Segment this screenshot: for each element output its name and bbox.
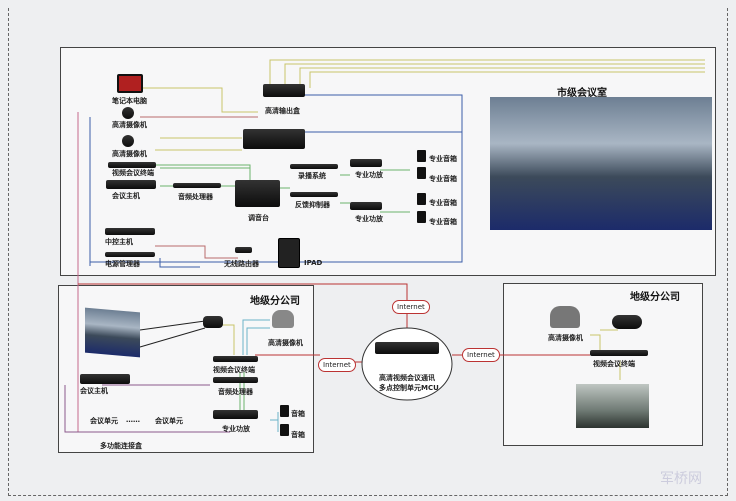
branch-right-camera-label: 高清摄像机 [548, 334, 583, 342]
speaker-icon [280, 405, 289, 417]
mcu-device [375, 342, 439, 354]
branch-left-camera-label: 高清摄像机 [268, 339, 303, 347]
conf-host-label: 会议主机 [112, 192, 140, 200]
camera2-label: 高清摄像机 [112, 150, 147, 158]
laptop-label: 笔记本电脑 [112, 97, 147, 105]
mcu-line2: 多点控制单元MCU [379, 384, 439, 392]
ipad-icon [278, 238, 300, 268]
camera-icon [272, 310, 294, 328]
conference-host [106, 180, 156, 189]
power-label: 电源管理器 [105, 260, 140, 268]
branch-right-title: 地级分公司 [630, 292, 680, 303]
camera-icon [550, 306, 580, 328]
conference-phone-icon [612, 315, 642, 329]
spk3-label: 专业音箱 [429, 199, 457, 207]
camera-icon [122, 135, 134, 147]
branch-left-vc-label: 视频会议终端 [213, 366, 255, 374]
display-screen [85, 307, 140, 358]
feedback-suppressor [290, 192, 338, 197]
conference-host [80, 374, 130, 384]
central-control [105, 228, 155, 235]
outer-dashed-frame [8, 8, 728, 496]
ipad-label: IPAD [304, 259, 323, 267]
internet-cloud-1: Internet [392, 300, 430, 314]
audio-processor [213, 377, 258, 383]
mcu-line1: 高清视频会议通讯 [379, 374, 435, 382]
city-room-title: 市级会议室 [557, 88, 607, 99]
internet-cloud-3: Internet [462, 348, 500, 362]
branch-left-audio-label: 音频处理器 [218, 388, 253, 396]
matrix-switcher [243, 129, 305, 149]
central-label: 中控主机 [105, 238, 133, 246]
unit1-label: 会议单元 [90, 417, 118, 425]
router-icon [235, 247, 252, 253]
unit2-label: 会议单元 [155, 417, 183, 425]
speaker-icon [280, 424, 289, 436]
recorder [290, 164, 338, 169]
watermark: 军桥网 [660, 471, 702, 487]
router-label: 无线路由器 [224, 260, 259, 268]
recorder-label: 录播系统 [298, 172, 326, 180]
mixer-label: 调音台 [248, 214, 269, 222]
vc-terminal [213, 356, 258, 362]
vc-terminal [590, 350, 648, 356]
amp1-label: 专业功放 [355, 171, 383, 179]
speaker-icon [417, 211, 426, 223]
branch-left-amp-label: 专业功放 [222, 425, 250, 433]
audio-proc-label: 音频处理器 [178, 193, 213, 201]
camera1-label: 高清摄像机 [112, 121, 147, 129]
internet-cloud-2: Internet [318, 358, 356, 372]
power-manager [105, 252, 155, 257]
spk4-label: 专业音箱 [429, 218, 457, 226]
spk2-label: 专业音箱 [429, 175, 457, 183]
branch-right-room-photo [576, 384, 649, 428]
branch-left-spk1: 音箱 [291, 410, 305, 418]
dots-label: …… [126, 416, 140, 424]
mixer [235, 180, 280, 207]
speaker-icon [417, 193, 426, 205]
projector-icon [203, 316, 223, 328]
spk1-label: 专业音箱 [429, 155, 457, 163]
feedback-label: 反馈抑制器 [295, 201, 330, 209]
camera-icon [122, 107, 134, 119]
amplifier-1 [350, 159, 382, 167]
hd-output-label: 高清输出盒 [265, 107, 300, 115]
amplifier-2 [350, 202, 382, 210]
vc-terminal-label: 视频会议终端 [112, 169, 154, 177]
vc-terminal [108, 162, 156, 168]
speaker-icon [417, 167, 426, 179]
city-room-photo [490, 97, 712, 230]
branch-left-spk2: 音箱 [291, 431, 305, 439]
laptop-icon [117, 74, 143, 93]
branch-left-host-label: 会议主机 [80, 387, 108, 395]
hd-output-box [263, 84, 305, 97]
branch-left-title: 地级分公司 [250, 296, 300, 307]
speaker-icon [417, 150, 426, 162]
audio-processor [173, 183, 221, 188]
branch-right-vc-label: 视频会议终端 [593, 360, 635, 368]
amplifier [213, 410, 258, 419]
junction-label: 多功能连接盒 [100, 442, 142, 450]
amp2-label: 专业功放 [355, 215, 383, 223]
